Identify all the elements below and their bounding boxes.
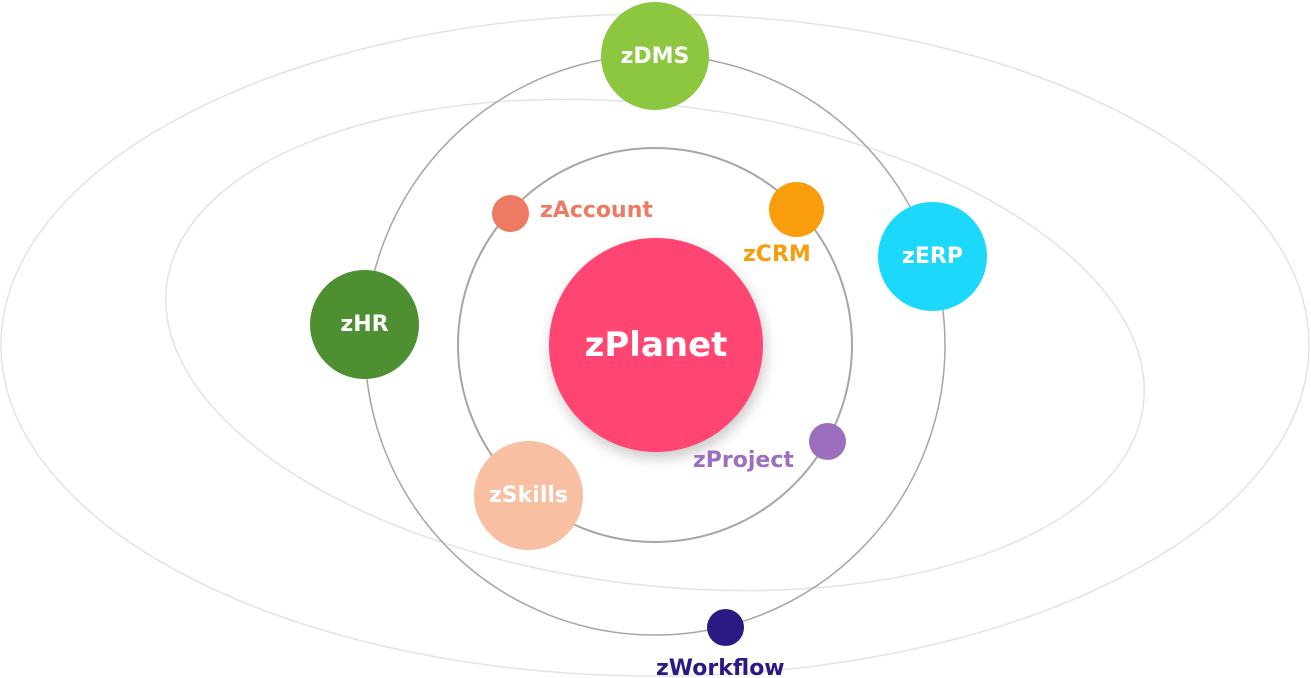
zcrm-node[interactable] <box>769 182 824 237</box>
zerp-label: zERP <box>902 244 963 269</box>
zworkflow-node[interactable] <box>707 609 744 646</box>
zhr-node[interactable]: zHR <box>310 270 419 379</box>
inner-orbit <box>457 147 853 543</box>
zproject-node[interactable] <box>809 423 846 460</box>
tilted-ellipse-orbit <box>165 98 1145 592</box>
zplanet-node[interactable]: zPlanet <box>549 238 763 452</box>
zplanet-label: zPlanet <box>584 325 728 365</box>
zskills-label: zSkills <box>489 483 568 508</box>
zcrm-label: zCRM <box>743 242 811 267</box>
zhr-label: zHR <box>340 312 389 337</box>
zdms-node[interactable]: zDMS <box>601 2 709 110</box>
zworkflow-label: zWorkflow <box>656 656 785 678</box>
zaccount-label: zAccount <box>540 198 653 223</box>
zdms-label: zDMS <box>620 43 690 69</box>
zproject-label: zProject <box>693 448 794 473</box>
zerp-node[interactable]: zERP <box>878 202 987 311</box>
zskills-node[interactable]: zSkills <box>474 441 583 550</box>
zaccount-node[interactable] <box>492 195 529 232</box>
